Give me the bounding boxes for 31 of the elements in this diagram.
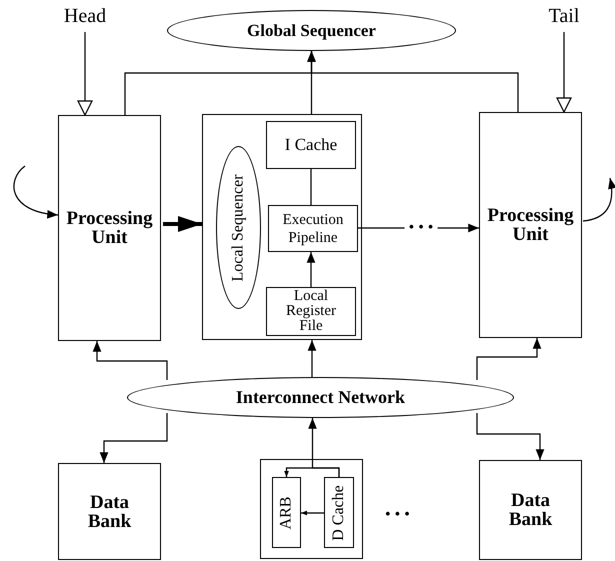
data-bank-box: Data Bank — [58, 463, 161, 560]
arrow — [476, 413, 544, 460]
sequencer-ellipse: Local Sequencer — [216, 146, 261, 309]
processing-unit-box: Processing Unit — [58, 115, 161, 341]
network-ellipse: Interconnect Network — [127, 377, 514, 418]
arrow — [301, 510, 324, 516]
sequencer-ellipse: Global Sequencer — [167, 10, 456, 51]
arrow — [307, 51, 519, 112]
arrow — [306, 252, 316, 287]
processing-unit-box — [202, 114, 362, 340]
arrow — [163, 216, 202, 232]
ellipsis-label: • • • — [385, 505, 410, 525]
arrow — [77, 32, 93, 116]
tail-label: Tail — [532, 2, 596, 30]
arrow — [308, 340, 316, 377]
arb-box: ARB — [272, 477, 301, 548]
memory-box — [260, 459, 363, 559]
head-label: Head — [50, 2, 120, 30]
arrow — [284, 467, 340, 477]
arrow — [13, 166, 58, 218]
arrow — [100, 413, 168, 463]
cache-box: I Cache — [266, 121, 356, 169]
arrow — [582, 178, 615, 222]
cache-box: D Cache — [324, 477, 354, 548]
arrow — [92, 341, 168, 380]
register-file-box: Local Register File — [266, 287, 356, 336]
pipeline-box: Execution Pipeline — [268, 205, 358, 252]
arrow — [476, 338, 542, 380]
arrow — [556, 32, 572, 113]
data-bank-box: Data Bank — [479, 460, 582, 560]
processing-unit-box: Processing Unit — [479, 112, 582, 338]
